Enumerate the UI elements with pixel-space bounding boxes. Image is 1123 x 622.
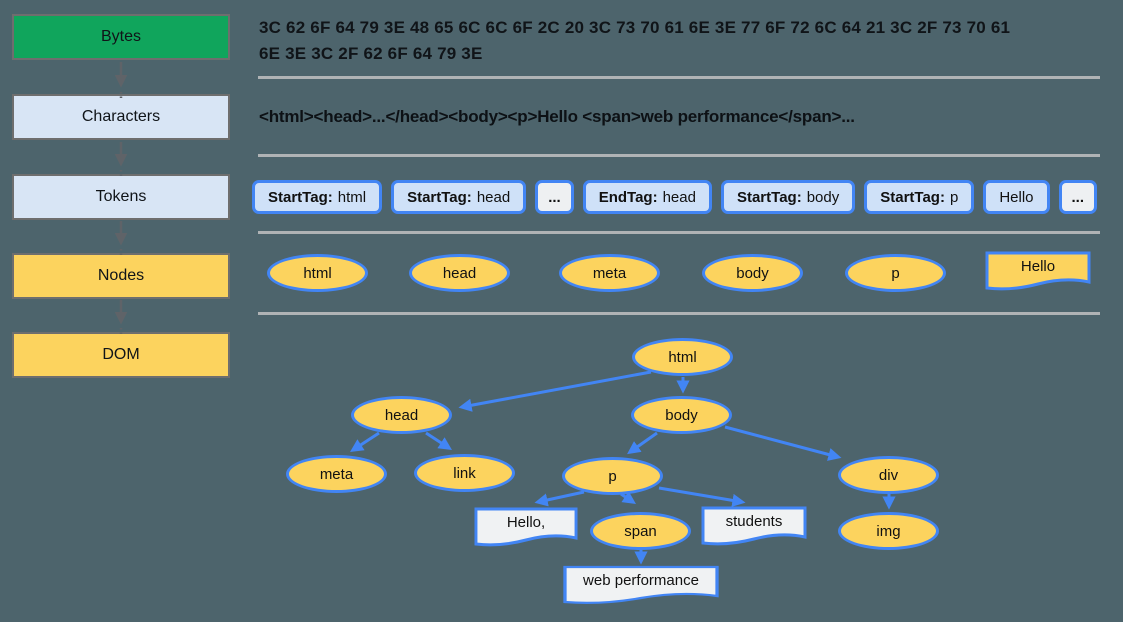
node-head-label: head [442, 264, 477, 282]
dom-node-body-label: body [665, 406, 698, 424]
node-body-label: body [736, 264, 769, 282]
bytes-hex-line2: 6E 3E 3C 2F 62 6F 64 79 3E [259, 44, 483, 63]
stage-dom-label: DOM [102, 346, 140, 363]
dom-text-web-performance: web performance [562, 565, 720, 611]
dom-node-head: head [351, 396, 452, 434]
token-ellipsis-2: ... [1058, 180, 1098, 214]
dom-text-hello-label: Hello, [506, 514, 546, 531]
node-head: head [409, 254, 510, 292]
separator-1 [258, 76, 1100, 79]
token-starttag-html: StartTag:html [252, 180, 383, 214]
dom-node-meta: meta [286, 455, 387, 493]
dom-node-meta-label: meta [319, 465, 354, 483]
stage-tokens-label: Tokens [95, 188, 147, 205]
arrow-p-to-span [620, 491, 636, 504]
text-node-shape [985, 251, 1091, 291]
stage-dom: DOM [12, 332, 230, 378]
text-node-shape [563, 565, 719, 604]
stage-bytes: Bytes [12, 14, 230, 60]
token-hello: Hello [983, 180, 1050, 214]
token-value: ... [1071, 188, 1085, 206]
dom-node-p-label: p [608, 467, 617, 485]
token-value: head [662, 188, 696, 206]
token-starttag-head: StartTag:head [391, 180, 527, 214]
bytes-hex-text: 3C 62 6F 64 79 3E 48 65 6C 6C 6F 2C 20 3… [259, 15, 1059, 67]
token-value: Hello [999, 188, 1034, 206]
token-ellipsis-1: ... [535, 180, 574, 214]
token-label: EndTag: [598, 188, 658, 206]
dom-node-body: body [631, 396, 732, 434]
token-row: StartTag:html StartTag:head ... EndTag:h… [252, 180, 1098, 214]
arrow-p-to-students [658, 486, 746, 507]
node-p-label: p [891, 264, 900, 282]
token-starttag-body: StartTag:body [720, 180, 856, 214]
node-html: html [267, 254, 368, 292]
node-text-hello-label: Hello [1020, 258, 1056, 275]
node-html-label: html [303, 264, 332, 282]
token-label: StartTag: [736, 188, 802, 206]
stage-characters: Characters [12, 94, 230, 140]
dom-node-span-label: span [624, 522, 657, 540]
token-value: html [337, 188, 367, 206]
dom-text-hello: Hello, [474, 507, 578, 553]
dom-node-div: div [838, 456, 939, 494]
token-value: body [806, 188, 840, 206]
bytes-hex-line1: 3C 62 6F 64 79 3E 48 65 6C 6C 6F 2C 20 3… [259, 18, 1011, 37]
dom-node-img: img [838, 512, 939, 550]
arrow-html-to-head [458, 370, 652, 412]
dom-node-span: span [590, 512, 691, 550]
token-value: p [949, 188, 959, 206]
dom-node-head-label: head [384, 406, 419, 424]
token-label: StartTag: [880, 188, 945, 206]
separator-4 [258, 312, 1100, 315]
dom-node-html-label: html [668, 348, 697, 366]
text-node-shape [474, 507, 578, 547]
separator-3 [258, 231, 1100, 234]
dom-node-p: p [562, 457, 663, 495]
dom-text-students-label: students [725, 513, 783, 530]
node-body: body [702, 254, 803, 292]
dom-node-html: html [632, 338, 733, 376]
token-label: StartTag: [268, 188, 333, 206]
node-meta: meta [559, 254, 660, 292]
dom-node-div-label: div [878, 466, 899, 484]
arrow-body-to-div [724, 425, 842, 461]
arrow-head-to-meta [349, 431, 380, 452]
dom-text-students: students [701, 506, 807, 552]
dom-node-link-label: link [453, 464, 476, 482]
token-starttag-p: StartTag:p [864, 180, 975, 214]
stage-nodes: Nodes [12, 253, 230, 299]
dom-node-img-label: img [876, 522, 901, 540]
characters-markup-text: <html><head>...</head><body><p>Hello <sp… [259, 107, 855, 126]
stage-nodes-label: Nodes [97, 267, 145, 284]
stage-bytes-label: Bytes [100, 28, 141, 45]
node-p: p [845, 254, 946, 292]
node-meta-label: meta [592, 264, 627, 282]
stage-tokens: Tokens [12, 174, 230, 220]
node-text-hello: Hello [985, 251, 1091, 297]
token-endtag-head: EndTag:head [582, 180, 712, 214]
token-value: head [476, 188, 511, 206]
separator-2 [258, 154, 1100, 157]
token-value: ... [548, 188, 561, 206]
dom-node-link: link [414, 454, 515, 492]
arrow-p-to-hello [534, 490, 585, 507]
text-node-shape [701, 506, 807, 546]
arrow-body-to-p [627, 431, 658, 455]
stage-characters-label: Characters [81, 108, 161, 125]
dom-text-web-performance-label: web performance [583, 572, 699, 589]
arrow-head-to-link [425, 431, 453, 450]
token-label: StartTag: [407, 188, 472, 206]
